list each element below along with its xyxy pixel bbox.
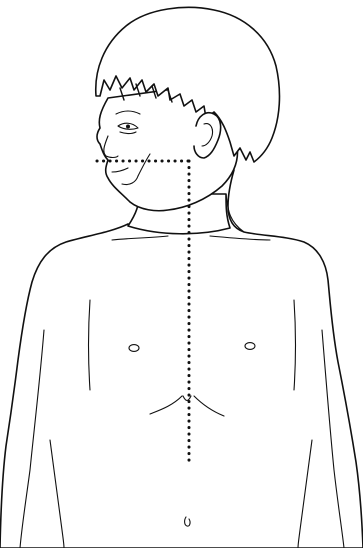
eye-pupil: [126, 125, 130, 129]
